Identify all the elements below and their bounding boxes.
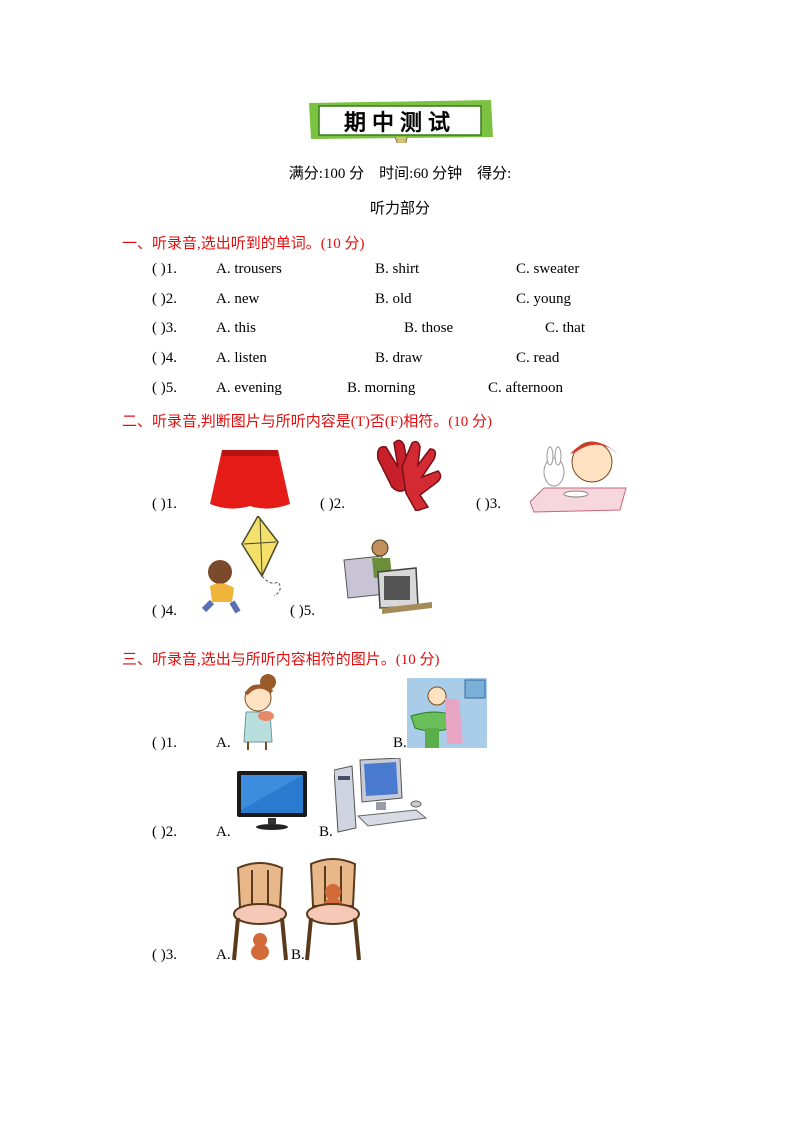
s1-q1-option-c: C. sweater xyxy=(516,261,580,277)
s1-q4-number: ( )4. xyxy=(152,350,177,366)
s2-q5-number: ( )5. xyxy=(290,603,315,619)
s1-q5-number: ( )5. xyxy=(152,380,177,396)
red-skirt-image xyxy=(208,448,292,512)
s1-q1-number: ( )1. xyxy=(152,261,177,277)
page-title: 期中测试 xyxy=(343,111,456,136)
section-1-heading: 一、听录音,选出听到的单词。(10 分) xyxy=(122,236,365,252)
s3-q3-number: ( )3. xyxy=(152,947,177,963)
s2-q1-number: ( )1. xyxy=(152,496,177,512)
chair-bear-on-image xyxy=(305,858,361,962)
section-3-heading: 三、听录音,选出与所听内容相符的图片。(10 分) xyxy=(122,652,440,668)
s1-q3-option-b: B. those xyxy=(404,320,454,336)
girl-brushing-image xyxy=(234,672,284,750)
boy-kite-image xyxy=(198,516,288,616)
girl-eating-image xyxy=(530,432,628,514)
title-banner xyxy=(303,97,497,143)
s1-q3-number: ( )3. xyxy=(152,320,177,336)
s1-q2-number: ( )2. xyxy=(152,291,177,307)
chair-bear-under-image xyxy=(232,862,288,962)
s3-q1-number: ( )1. xyxy=(152,735,177,751)
section-2-heading: 二、听录音,判断图片与所听内容是(T)否(F)相符。(10 分) xyxy=(122,414,492,430)
s1-q5-option-b: B. morning xyxy=(347,380,416,396)
s1-q3-option-a: A. this xyxy=(216,320,257,336)
s1-q2-option-c: C. young xyxy=(516,291,572,307)
s2-q2-number: ( )2. xyxy=(320,496,345,512)
s3-q2-label-a: A. xyxy=(216,824,231,840)
s3-q1-label-a: A. xyxy=(216,735,231,751)
s1-q1-option-a: A. trousers xyxy=(216,261,282,277)
s3-q2-label-b: B. xyxy=(319,824,333,840)
part-title: 听力部分 xyxy=(369,201,430,217)
s1-q2-option-b: B. old xyxy=(375,291,412,307)
s1-q4-option-a: A. listen xyxy=(216,350,267,366)
s1-q5-option-a: A. evening xyxy=(216,380,282,396)
computer-image xyxy=(334,758,428,838)
score-info: 满分:100 分 时间:60 分钟 得分: xyxy=(288,166,512,182)
tv-set-image xyxy=(236,770,308,832)
s1-q4-option-c: C. read xyxy=(516,350,560,366)
s1-q4-option-b: B. draw xyxy=(375,350,423,366)
s1-q3-option-c: C. that xyxy=(545,320,585,336)
s3-q3-label-a: A. xyxy=(216,947,231,963)
s3-q2-number: ( )2. xyxy=(152,824,177,840)
s2-q4-number: ( )4. xyxy=(152,603,177,619)
s2-q3-number: ( )3. xyxy=(476,496,501,512)
s1-q2-option-a: A. new xyxy=(216,291,260,307)
red-gloves-image xyxy=(372,437,446,511)
s3-q3-label-b: B. xyxy=(291,947,305,963)
man-tv-image xyxy=(342,538,434,614)
girl-washing-image xyxy=(407,678,487,748)
s1-q5-option-c: C. afternoon xyxy=(488,380,563,396)
s1-q1-option-b: B. shirt xyxy=(375,261,420,277)
s3-q1-label-b: B. xyxy=(393,735,407,751)
